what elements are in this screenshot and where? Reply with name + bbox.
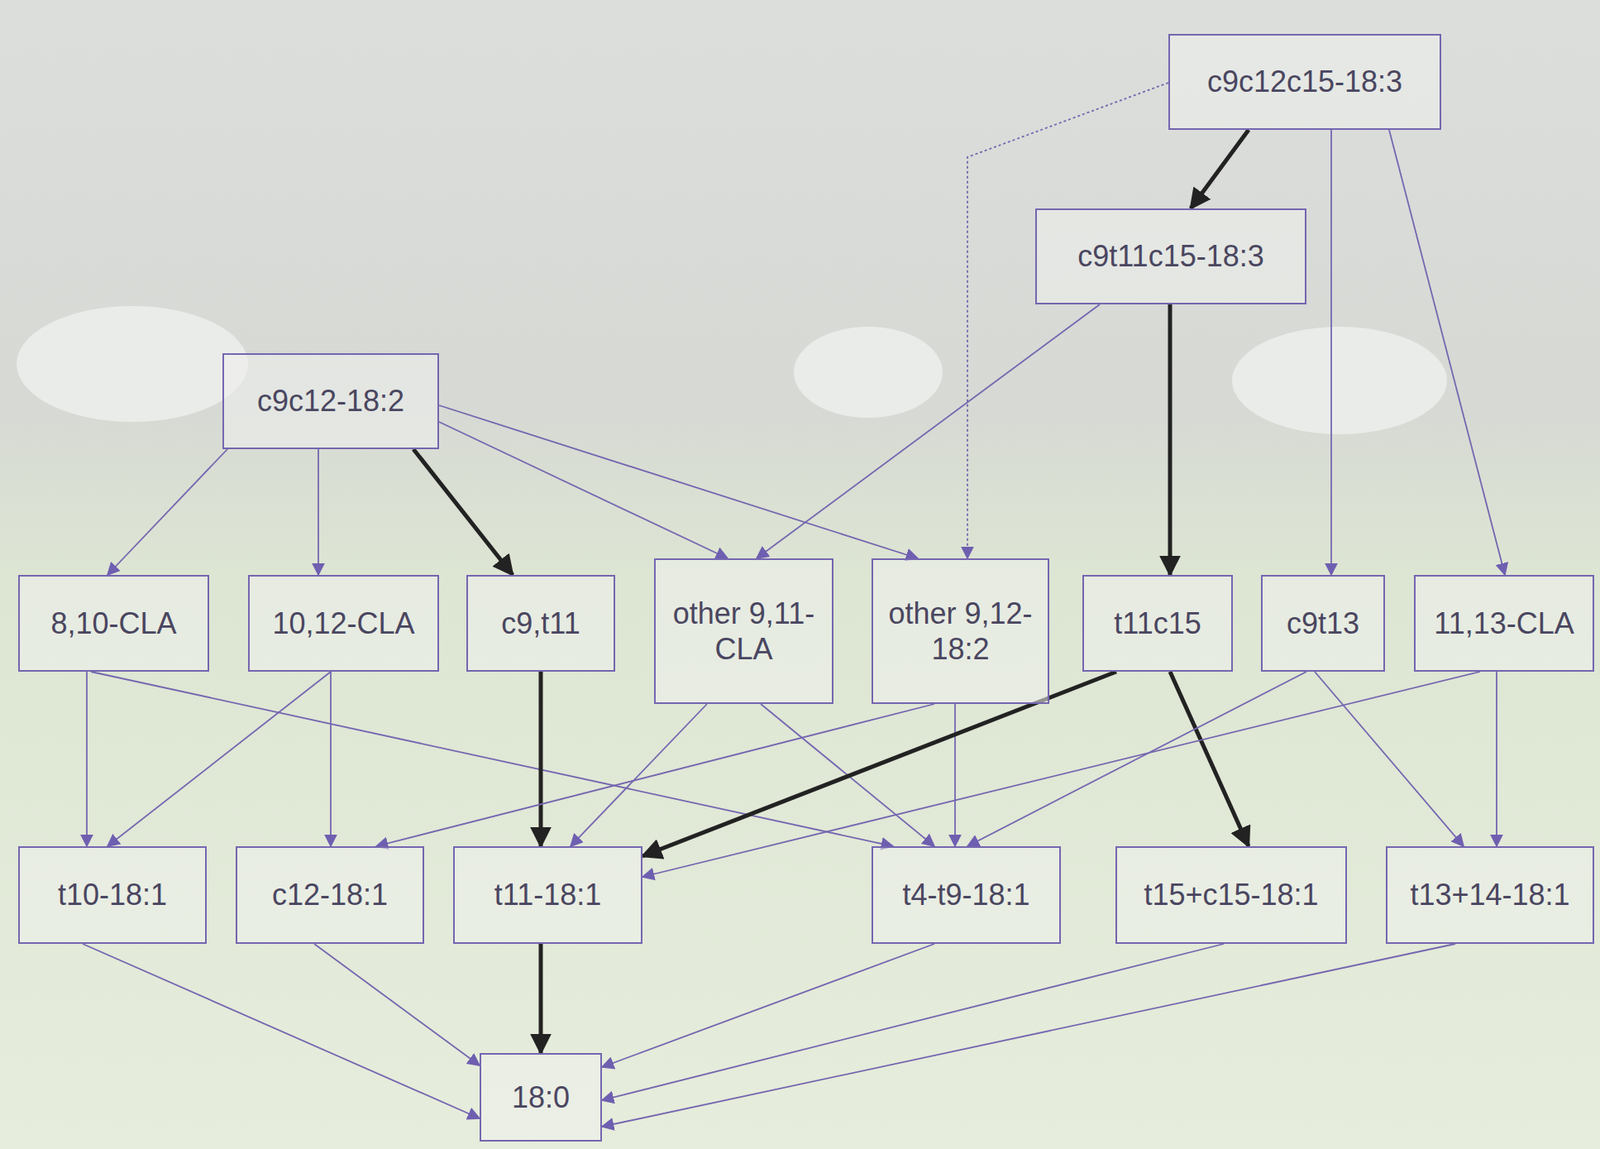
fatty-acid-box: c9c12c15-18:3 [1168, 33, 1442, 130]
node-label: c9t11c15-18:3 [1077, 238, 1265, 274]
node-label: t10-18:1 [57, 876, 168, 913]
fatty-acid-box: t10-18:1 [18, 845, 207, 944]
node-label: 18:0 [511, 1079, 570, 1115]
arrow-connector [570, 703, 707, 846]
node-label: t13+14-18:1 [1409, 876, 1570, 913]
fatty-acid-box: c9t13 [1260, 574, 1386, 672]
node-label: t11-18:1 [494, 876, 602, 913]
fatty-acid-box: t11c15 [1082, 574, 1233, 672]
node-label: other 9,12-18:2 [879, 595, 1042, 667]
fatty-acid-box: 8,10-CLA [18, 574, 210, 672]
arrow-connector [314, 943, 480, 1066]
node-label: c12-18:1 [272, 876, 388, 913]
arrow-connector [1170, 671, 1249, 846]
fatty-acid-box: 10,12-CLA [248, 574, 440, 672]
node-label: c9c12c15-18:3 [1207, 63, 1403, 100]
fatty-acid-box: c9t11c15-18:3 [1035, 208, 1307, 305]
node-label: other 9,11-CLA [662, 595, 826, 667]
arrow-connector [1190, 129, 1249, 209]
arrow-connector [1495, 671, 1498, 846]
node-label: t4-t9-18:1 [902, 876, 1030, 913]
arrow-connector [85, 671, 88, 846]
node-label: t15+c15-18:1 [1143, 876, 1319, 913]
arrow-connector [967, 82, 1169, 559]
arrow-connector [601, 943, 935, 1067]
node-label: c9,t11 [501, 605, 580, 641]
node-label: t11c15 [1113, 605, 1201, 641]
arrow-connector [439, 405, 918, 559]
node-label: 8,10-CLA [50, 605, 177, 641]
arrow-connector [317, 448, 320, 575]
fatty-acid-box: t11-18:1 [453, 845, 643, 944]
arrow-connector [82, 943, 480, 1118]
fatty-acid-box: t15+c15-18:1 [1115, 845, 1347, 944]
node-label: 10,12-CLA [272, 605, 415, 641]
arrow-connector [107, 671, 331, 846]
arrow-connector [1168, 304, 1173, 575]
node-label: c9c12-18:2 [257, 382, 405, 419]
node-label: c9t13 [1286, 605, 1360, 641]
arrow-connector [1330, 129, 1333, 575]
arrow-connector [329, 671, 332, 846]
arrow-connector [1389, 129, 1505, 575]
fatty-acid-box: other 9,11-CLA [654, 558, 834, 704]
fatty-acid-box: t4-t9-18:1 [871, 845, 1061, 944]
arrow-connector [107, 448, 228, 575]
arrow-connector [954, 703, 956, 846]
fatty-acid-box: t13+14-18:1 [1385, 845, 1595, 944]
fatty-acid-box: other 9,12-18:2 [871, 558, 1050, 704]
fatty-acid-box: c9,t11 [466, 574, 616, 672]
fatty-acid-box: 11,13-CLA [1413, 574, 1595, 672]
arrow-connector [756, 304, 1100, 559]
fatty-acid-box: c12-18:1 [235, 845, 425, 944]
arrow-connector [413, 448, 513, 575]
arrow-connector [601, 943, 1224, 1100]
arrow-connector [539, 671, 544, 846]
fatty-acid-box: 18:0 [479, 1052, 602, 1142]
arrow-connector [539, 943, 544, 1053]
node-label: 11,13-CLA [1433, 605, 1574, 641]
arrow-connector [439, 421, 728, 559]
arrow-connector [601, 943, 1456, 1127]
fatty-acid-box: c9c12-18:2 [222, 353, 440, 449]
arrow-connector [1314, 671, 1464, 846]
